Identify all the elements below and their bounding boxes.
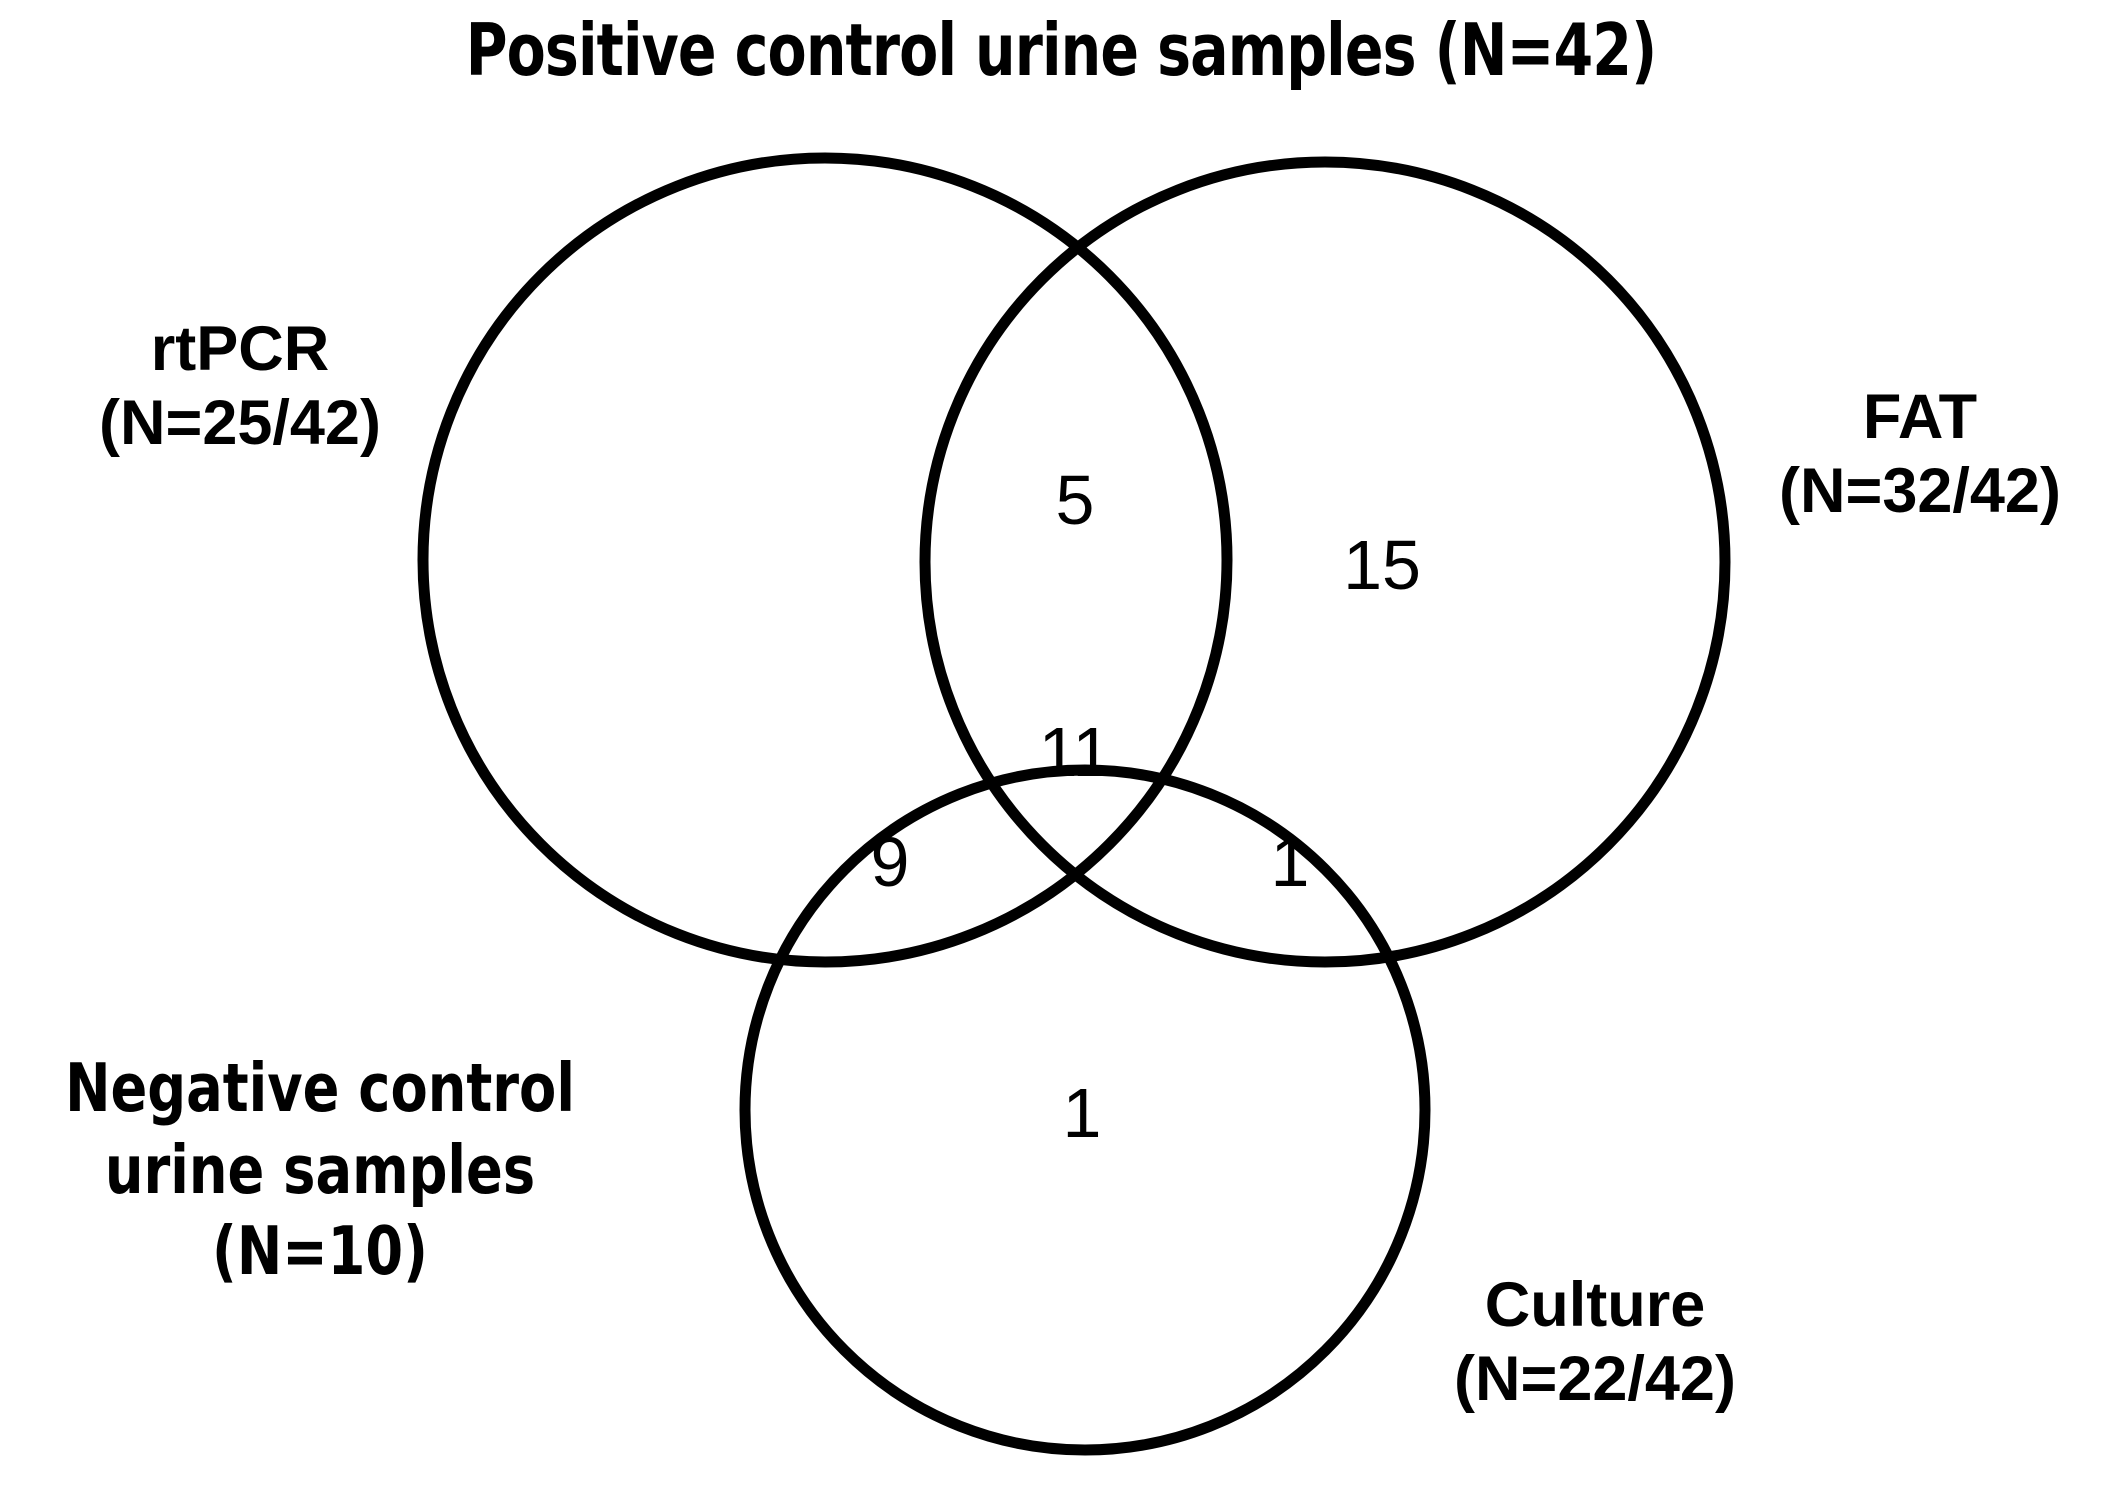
negative-control-line-3: (N=10) xyxy=(212,1212,428,1291)
circle-culture xyxy=(739,764,1431,1456)
negative-control-line-1: Negative control xyxy=(65,1049,575,1127)
set-label-rtpcr: rtPCR (N=25/42) xyxy=(30,312,450,461)
negative-control-line-2: urine samples xyxy=(104,1130,536,1209)
set-label-fat: FAT (N=32/42) xyxy=(1720,380,2120,529)
set-label-rtpcr-count: (N=25/42) xyxy=(99,388,381,459)
region-count-rtpcr-culture: 9 xyxy=(870,823,910,901)
circle-fat xyxy=(919,156,1731,968)
page-title: Positive control urine samples (N=42) xyxy=(465,8,1657,92)
region-count-fat-only: 15 xyxy=(1343,526,1421,604)
region-count-rtpcr-fat: 5 xyxy=(1055,461,1095,539)
set-label-fat-name: FAT xyxy=(1862,382,1978,452)
set-label-fat-count: (N=32/42) xyxy=(1779,456,2061,527)
annotation-negative-control: Negative control urine samples (N=10) xyxy=(41,1048,599,1293)
region-count-all-three: 11 xyxy=(1038,713,1112,791)
set-label-culture: Culture (N=22/42) xyxy=(1380,1268,1810,1417)
set-label-rtpcr-name: rtPCR xyxy=(150,314,330,384)
region-count-culture-only: 1 xyxy=(1062,1074,1102,1152)
region-count-fat-culture: 1 xyxy=(1270,823,1310,901)
set-label-culture-count: (N=22/42) xyxy=(1454,1344,1736,1415)
set-label-culture-name: Culture xyxy=(1484,1270,1706,1340)
circle-rtpcr xyxy=(417,152,1233,968)
